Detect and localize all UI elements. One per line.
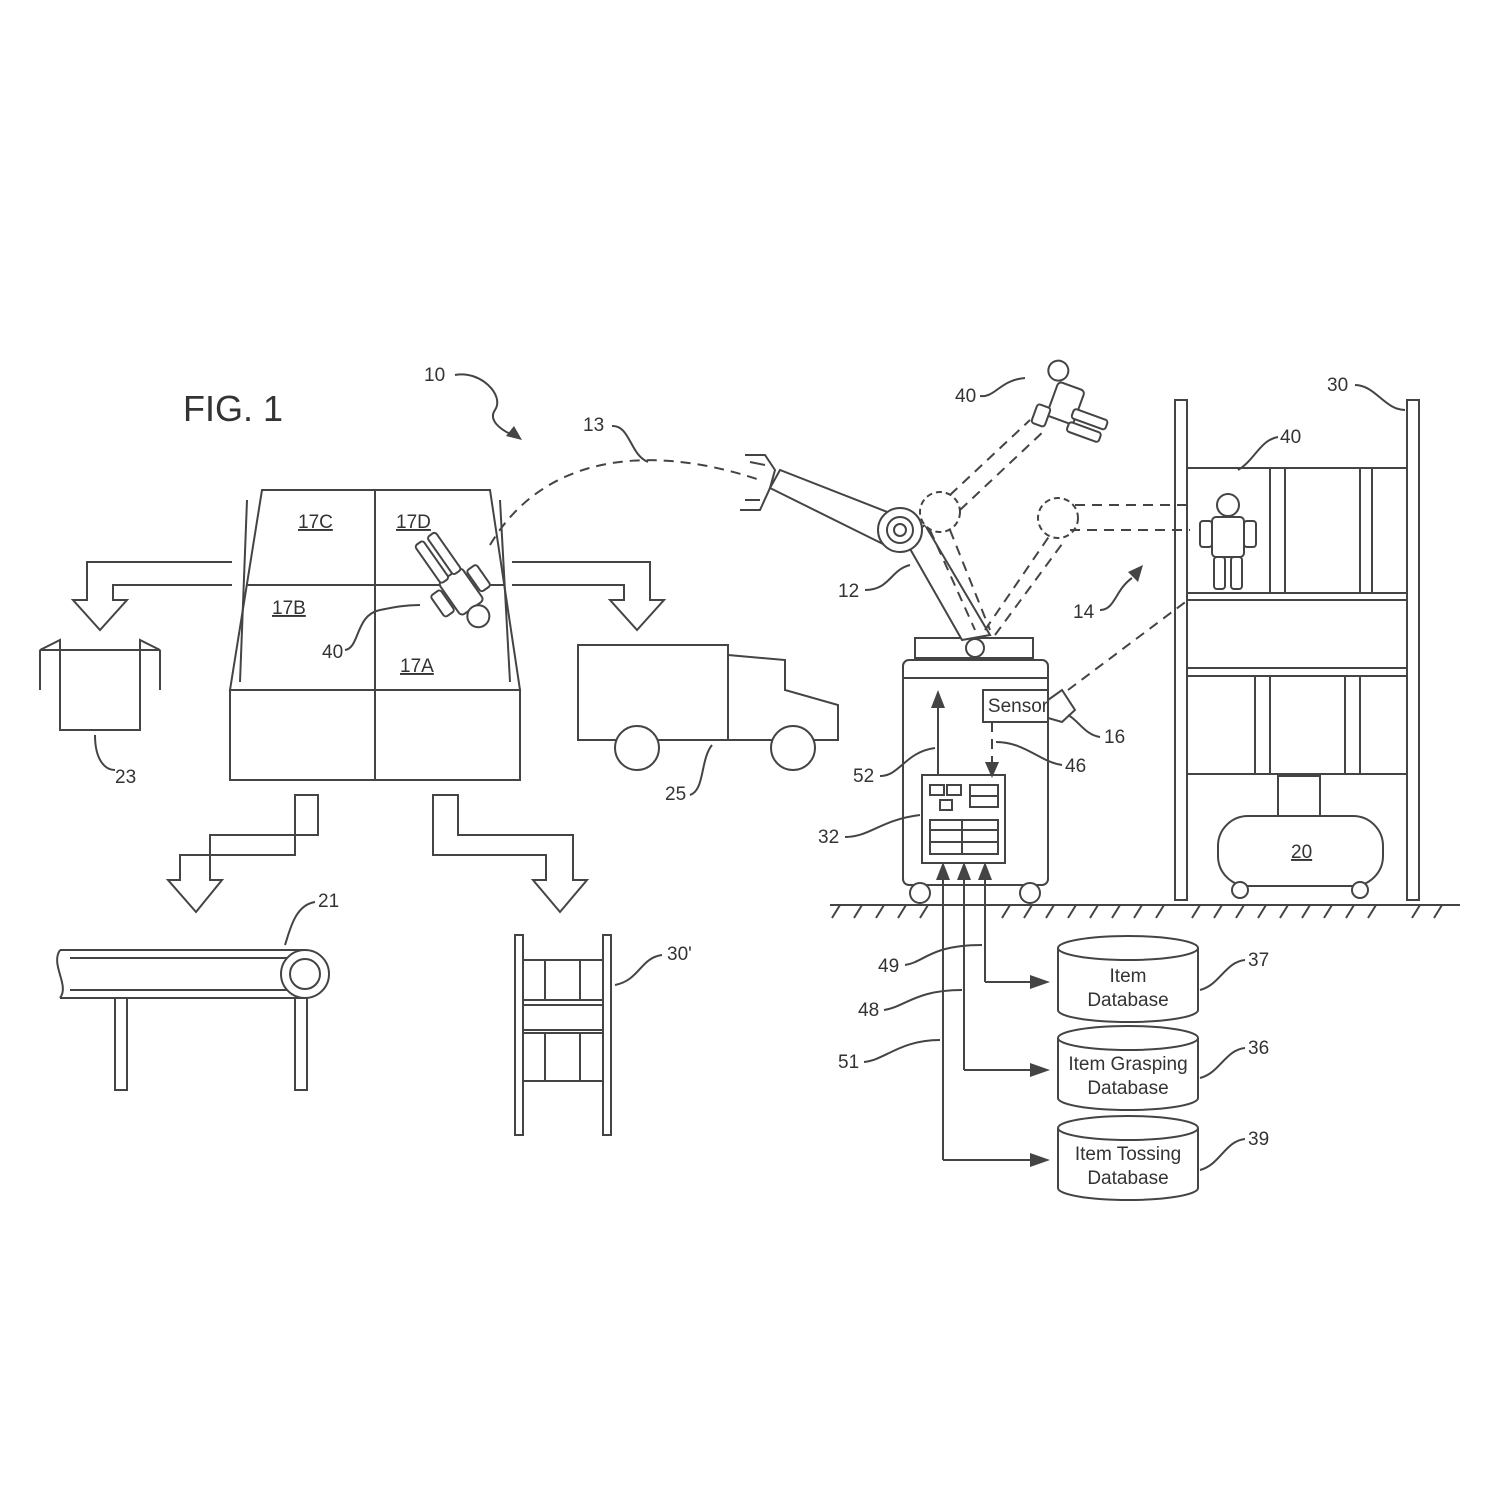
sensor-ref: 16	[1104, 727, 1125, 748]
ground-hatch	[831, 904, 1443, 919]
leader-12	[864, 564, 911, 591]
bag-ref: 23	[115, 767, 136, 788]
leader-46	[995, 741, 1063, 766]
leader-23	[94, 734, 116, 771]
leader-37	[1199, 959, 1246, 991]
leader-36	[1199, 1047, 1246, 1079]
grasping-database-label-1: Item Grasping	[1068, 1054, 1187, 1075]
bag-icon	[39, 638, 161, 731]
controller-ref: 32	[818, 827, 839, 848]
leader-25	[689, 744, 713, 796]
container-17b-label: 17B	[272, 598, 306, 619]
leader-40a	[344, 604, 421, 651]
leader-48	[883, 989, 963, 1011]
arrowhead-14	[1128, 565, 1143, 582]
toss-trajectory	[489, 459, 761, 546]
item-database-label-1: Item	[1110, 966, 1147, 987]
leader-21	[284, 901, 316, 946]
tossing-database-label-1: Item Tossing	[1075, 1144, 1181, 1165]
item-in-air-ref: 40	[955, 386, 976, 407]
grasping-database-label-2: Database	[1087, 1078, 1168, 1099]
arrow-to-shelf-alt	[432, 794, 590, 914]
db-grasping-ref: 36	[1248, 1038, 1269, 1059]
path-46-ref: 46	[1065, 756, 1086, 777]
leader-10	[454, 373, 516, 437]
db-tossing-ref: 39	[1248, 1129, 1269, 1150]
leader-32	[844, 814, 921, 838]
shelf-icon	[1174, 399, 1420, 901]
ref-system: 10	[424, 365, 445, 386]
item-in-bin-ref: 40	[322, 642, 343, 663]
shelf-alt-ref: 30'	[667, 944, 692, 965]
toy-figure-icon	[414, 531, 491, 629]
leader-49	[904, 944, 983, 966]
truck-icon	[577, 644, 839, 771]
arrow-to-bag	[70, 561, 232, 632]
conveyor-ref: 21	[318, 891, 339, 912]
container-17a-label: 17A	[400, 656, 434, 677]
trajectory-ref: 13	[583, 415, 604, 436]
robot-ref: 12	[838, 581, 859, 602]
sorting-station	[228, 489, 522, 781]
leader-30	[1354, 384, 1406, 411]
leader-30p	[614, 954, 663, 986]
path-49-ref: 49	[878, 956, 899, 977]
arrowhead-10	[506, 426, 522, 440]
sensor-beam	[1067, 599, 1189, 691]
leader-51	[863, 1039, 941, 1063]
path-48-ref: 48	[858, 1000, 879, 1021]
leader-14	[1099, 577, 1133, 611]
truck-ref: 25	[665, 784, 686, 805]
item-database-icon	[1057, 935, 1199, 1023]
item-database-label-2: Database	[1087, 990, 1168, 1011]
leader-40c	[1237, 436, 1279, 471]
conveyor-icon	[56, 949, 330, 1091]
tossing-database-label-2: Database	[1087, 1168, 1168, 1189]
sensor-label: Sensor	[988, 696, 1049, 717]
leader-40b	[979, 377, 1026, 398]
db-item-ref: 37	[1248, 950, 1269, 971]
tossing-database-icon	[1057, 1115, 1199, 1201]
controller-cabinet	[902, 659, 1049, 904]
leader-16	[1067, 714, 1101, 738]
arm-motion-ref: 14	[1073, 602, 1095, 623]
database-links	[936, 862, 1050, 1167]
arrow-to-conveyor	[165, 794, 319, 914]
leader-13	[611, 424, 649, 463]
leader-39	[1199, 1138, 1246, 1171]
shelf-ref: 30	[1327, 375, 1348, 396]
shelf-alt-icon	[514, 934, 612, 1136]
leader-52	[879, 747, 936, 777]
grasping-database-icon	[1057, 1025, 1199, 1111]
container-17c-label: 17C	[298, 512, 333, 533]
robot-arm-icon	[740, 419, 1190, 659]
item-on-shelf-ref: 40	[1280, 427, 1301, 448]
mobile-robot-ref: 20	[1291, 842, 1312, 863]
path-52-ref: 52	[853, 766, 874, 787]
figure-title: FIG. 1	[183, 388, 283, 429]
toy-figure-icon	[1199, 493, 1257, 590]
container-17d-label: 17D	[396, 512, 431, 533]
mobile-robot-icon	[1217, 775, 1384, 899]
toy-figure-icon	[1030, 359, 1109, 443]
arrow-to-truck	[512, 561, 667, 632]
path-51-ref: 51	[838, 1052, 859, 1073]
